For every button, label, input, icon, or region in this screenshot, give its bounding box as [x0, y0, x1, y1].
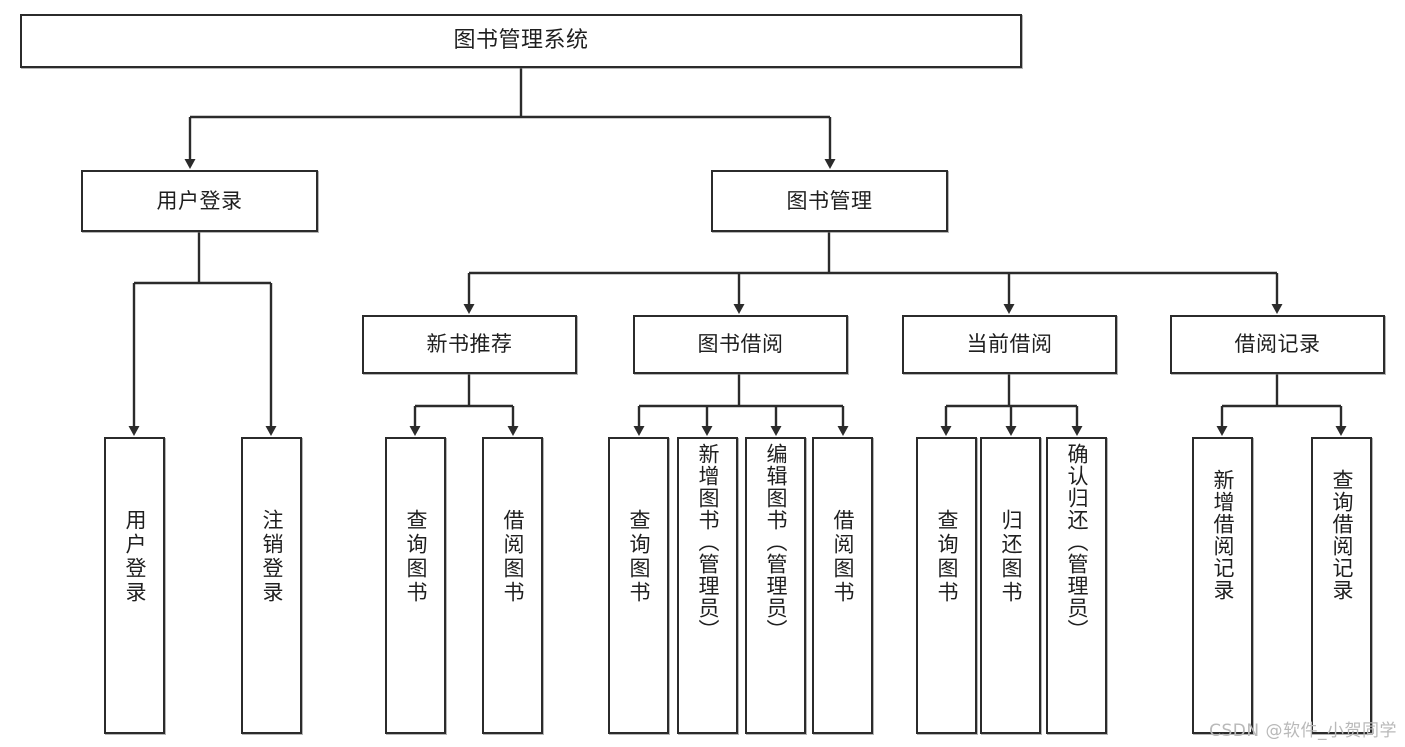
- node-label: 查询借阅记录: [1330, 469, 1354, 601]
- node-label: 当前借阅: [966, 332, 1053, 357]
- leaf-borrow-book-1[interactable]: 借阅图书: [482, 437, 543, 734]
- leaf-query-record[interactable]: 查询借阅记录: [1311, 437, 1372, 734]
- leaf-borrow-book-2[interactable]: 借阅图书: [812, 437, 873, 734]
- node-book-manage[interactable]: 图书管理: [711, 170, 948, 232]
- leaf-confirm-return[interactable]: 确认归还（管理员）: [1046, 437, 1107, 734]
- leaf-return-book[interactable]: 归还图书: [980, 437, 1041, 734]
- node-label: 编辑图书（管理员）: [764, 443, 788, 641]
- node-label: 查询图书: [404, 509, 428, 605]
- leaf-user-login[interactable]: 用户登录: [104, 437, 165, 734]
- node-label: 新书推荐: [426, 332, 513, 357]
- node-new-book-recommend[interactable]: 新书推荐: [362, 315, 577, 374]
- node-label: 借阅记录: [1234, 332, 1321, 357]
- leaf-query-book-2[interactable]: 查询图书: [608, 437, 669, 734]
- node-label: 归还图书: [999, 509, 1023, 605]
- leaf-add-record[interactable]: 新增借阅记录: [1192, 437, 1253, 734]
- leaf-logout-login[interactable]: 注销登录: [241, 437, 302, 734]
- node-current-borrow[interactable]: 当前借阅: [902, 315, 1117, 374]
- node-label: 查询图书: [627, 509, 651, 605]
- node-label: 图书管理系统: [453, 28, 589, 54]
- node-root-system[interactable]: 图书管理系统: [20, 14, 1022, 68]
- node-label: 借阅图书: [501, 509, 525, 605]
- node-user-login[interactable]: 用户登录: [81, 170, 318, 232]
- node-book-borrow[interactable]: 图书借阅: [633, 315, 848, 374]
- node-label: 借阅图书: [831, 509, 855, 605]
- node-label: 图书借阅: [697, 332, 784, 357]
- leaf-add-book[interactable]: 新增图书（管理员）: [677, 437, 738, 734]
- watermark-text: CSDN @软件_小贺同学: [1209, 721, 1397, 741]
- node-label: 用户登录: [123, 509, 147, 605]
- node-label: 新增图书（管理员）: [696, 443, 720, 641]
- leaf-query-book-3[interactable]: 查询图书: [916, 437, 977, 734]
- node-label: 新增借阅记录: [1211, 469, 1235, 601]
- leaf-edit-book[interactable]: 编辑图书（管理员）: [745, 437, 806, 734]
- node-label: 图书管理: [786, 188, 873, 213]
- node-borrow-record[interactable]: 借阅记录: [1170, 315, 1385, 374]
- node-label: 用户登录: [156, 188, 243, 213]
- node-label: 注销登录: [260, 509, 284, 605]
- node-label: 查询图书: [935, 509, 959, 605]
- node-label: 确认归还（管理员）: [1065, 443, 1089, 641]
- leaf-query-book-1[interactable]: 查询图书: [385, 437, 446, 734]
